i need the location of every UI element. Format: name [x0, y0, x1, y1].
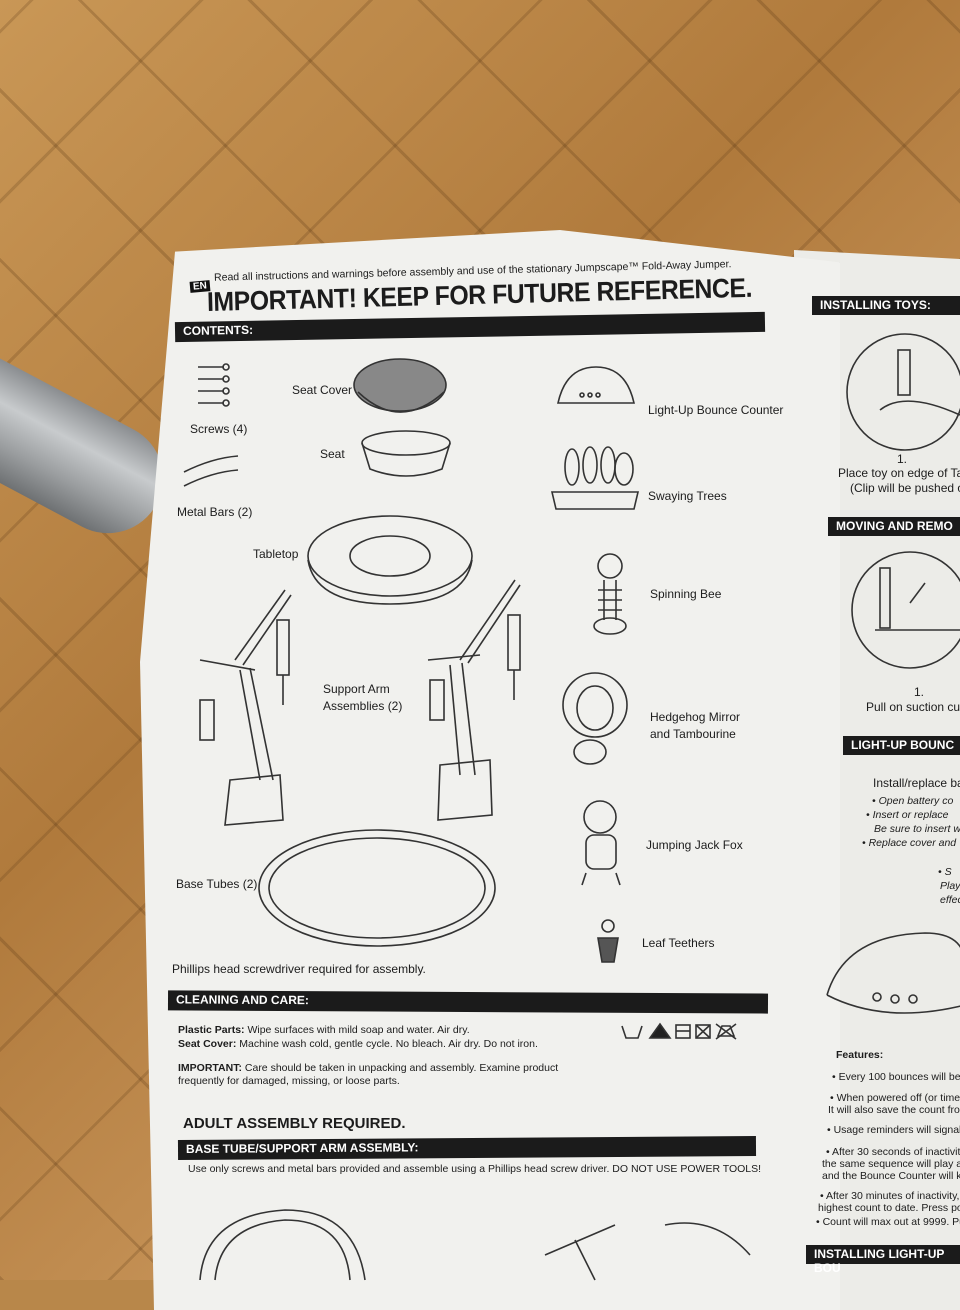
seat-cover-line: Seat Cover: Machine wash cold, gentle cy… — [178, 1038, 538, 1050]
label-hedgehog-2: and Tambourine — [650, 727, 736, 741]
clip-text: (Clip will be pushed out) — [850, 481, 960, 495]
feature-4: • Usage reminders will signal a — [827, 1124, 960, 1136]
install-toy-diagram — [846, 333, 960, 451]
fox-icon — [581, 800, 621, 886]
important-line-2: frequently for damaged, missing, or loos… — [178, 1075, 400, 1087]
sound-step-1: • S — [938, 866, 952, 878]
seat-cover-icon — [353, 358, 447, 413]
feature-5: • After 30 seconds of inactivity, — [826, 1146, 960, 1158]
suction-cup-diagram — [851, 551, 960, 669]
label-screws: Screws (4) — [190, 422, 248, 436]
feature-9: highest count to date. Press powe — [818, 1202, 960, 1214]
plastic-text: Wipe surfaces with mild soap and water. … — [247, 1024, 470, 1036]
label-swaying-trees: Swaying Trees — [648, 489, 727, 503]
adult-assembly-heading: ADULT ASSEMBLY REQUIRED. — [183, 1115, 406, 1132]
important-text-1: Care should be taken in unpacking and as… — [244, 1062, 559, 1074]
plastic-label: Plastic Parts: — [178, 1024, 245, 1036]
feature-1: • Every 100 bounces will be r — [832, 1071, 960, 1083]
label-bounce-counter: Light-Up Bounce Counter — [648, 403, 784, 417]
assembly-diagram — [199, 1209, 751, 1281]
moving-heading: MOVING AND REMO — [828, 517, 960, 536]
step-1-install: 1. — [897, 452, 908, 466]
assembly-instruction: Use only screws and metal bars provided … — [188, 1163, 762, 1175]
feature-6: the same sequence will play and — [822, 1158, 960, 1170]
battery-step-2: • Insert or replace — [866, 809, 949, 821]
battery-step-3: Be sure to insert w — [874, 823, 960, 835]
seat-icon — [361, 430, 451, 477]
label-leaf-teethers: Leaf Teethers — [642, 936, 715, 950]
screws-icon — [198, 363, 230, 407]
important-line-1: IMPORTANT: Care should be taken in unpac… — [178, 1062, 558, 1074]
place-toy-text: Place toy on edge of Tablet — [838, 466, 960, 480]
care-symbols-icon — [621, 1022, 737, 1040]
feature-3: It will also save the count from — [828, 1104, 960, 1116]
label-tabletop: Tabletop — [253, 547, 299, 561]
features-heading: Features: — [836, 1049, 884, 1061]
screwdriver-note: Phillips head screwdriver required for a… — [172, 962, 426, 976]
pull-text: Pull on suction cup — [866, 700, 960, 714]
bounce-counter-icon — [557, 366, 635, 404]
label-metal-bars: Metal Bars (2) — [177, 505, 253, 519]
label-support-arm-2: Assemblies (2) — [323, 699, 403, 713]
bounce-counter-diagram — [826, 932, 960, 1014]
battery-step-1: • Open battery co — [872, 795, 954, 807]
support-arm-left-icon — [199, 589, 292, 826]
battery-step-4: • Replace cover and — [862, 837, 957, 849]
light-up-heading: LIGHT-UP BOUNC — [843, 736, 960, 755]
base-tube-assembly-heading: BASE TUBE/SUPPORT ARM ASSEMBLY: — [177, 1135, 757, 1161]
feature-2: • When powered off (or timed — [830, 1092, 960, 1104]
label-support-arm-1: Support Arm — [323, 682, 390, 696]
label-seat-cover: Seat Cover — [292, 383, 353, 397]
feature-7: and the Bounce Counter will kee — [822, 1170, 960, 1182]
cleaning-heading: CLEANING AND CARE: — [167, 990, 769, 1014]
step-1-moving: 1. — [914, 685, 925, 699]
label-fox: Jumping Jack Fox — [646, 838, 743, 852]
metal-bars-icon — [183, 455, 239, 487]
leaf-teethers-icon — [597, 919, 619, 963]
swaying-trees-icon — [550, 446, 640, 510]
label-seat: Seat — [320, 447, 345, 461]
installing-toys-heading: INSTALLING TOYS: — [812, 296, 960, 315]
sound-step-2: Play — [940, 880, 960, 892]
cover-text: Machine wash cold, gentle cycle. No blea… — [239, 1038, 538, 1050]
label-hedgehog-1: Hedgehog Mirror — [650, 710, 741, 724]
installing-lightup-heading: INSTALLING LIGHT-UP BOU — [806, 1245, 960, 1275]
feature-10: • Count will max out at 9999. Pus — [816, 1216, 960, 1228]
label-base-tubes: Base Tubes (2) — [176, 877, 258, 891]
plastic-parts-line: Plastic Parts: Wipe surfaces with mild s… — [178, 1024, 470, 1036]
label-spinning-bee: Spinning Bee — [650, 587, 722, 601]
support-arm-right-icon — [427, 579, 521, 821]
spinning-bee-icon — [593, 553, 627, 635]
base-tubes-icon — [258, 829, 496, 947]
sound-step-3: effec — [940, 894, 960, 906]
cover-label: Seat Cover: — [178, 1038, 237, 1050]
tabletop-icon — [307, 515, 473, 605]
feature-8: • After 30 minutes of inactivity, th — [820, 1190, 960, 1202]
hedgehog-icon — [562, 672, 628, 765]
install-batt-text: Install/replace batt — [873, 776, 960, 790]
important-label: IMPORTANT: — [178, 1062, 242, 1074]
